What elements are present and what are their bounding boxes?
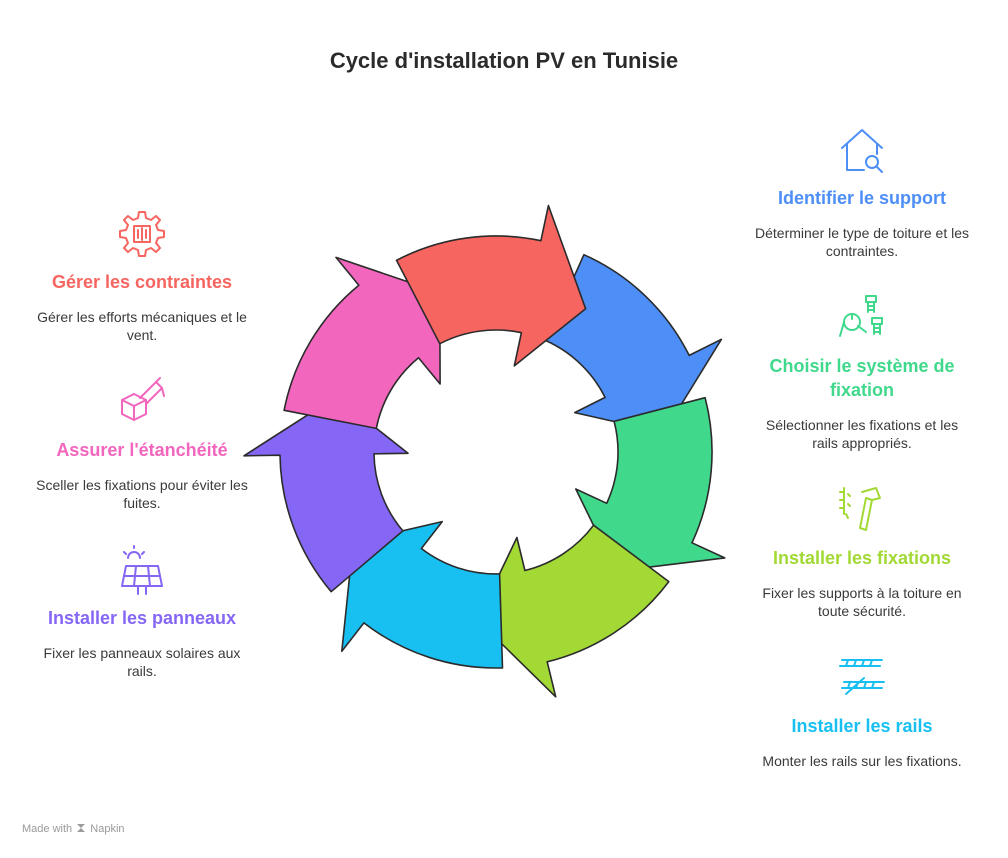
hammer-icon — [839, 487, 881, 531]
step-constraints-heading: Gérer les contraintes — [51, 272, 233, 292]
cycle-arrow-panels — [243, 395, 409, 593]
cycle-arrow-fixings — [476, 524, 670, 698]
cycle-arrow-constraints — [395, 204, 587, 367]
step-panels: Installer les panneaux Fixer les panneau… — [32, 544, 252, 680]
footer-prefix: Made with — [22, 823, 73, 835]
step-fixings: Installer les fixations Fixer les suppor… — [752, 484, 972, 620]
step-seal: Assurer l'étanchéité Sceller les fixatio… — [32, 376, 252, 512]
rails-icon — [839, 659, 885, 695]
cycle-arrow-seal — [283, 256, 441, 430]
step-rails-heading: Installer les rails — [791, 716, 933, 736]
step-fixings-heading: Installer les fixations — [772, 548, 952, 568]
step-identify-description: Déterminer le type de toiture et les con… — [755, 225, 969, 259]
cycle-arrow-choose — [575, 396, 726, 572]
step-identify: Identifier le support Déterminer le type… — [752, 124, 972, 260]
step-rails-description: Monter les rails sur les fixations. — [762, 753, 962, 769]
step-rails: Installer les rails Monter les rails sur… — [752, 652, 972, 770]
wrench-bolts-icon — [839, 295, 883, 337]
solar-panel-icon — [121, 545, 163, 595]
napkin-footer[interactable]: Made with Napkin — [22, 822, 125, 835]
step-seal-heading: Assurer l'étanchéité — [56, 440, 228, 460]
napkin-logo-icon — [77, 824, 86, 832]
step-fixings-description: Fixer les supports à la toiture en toute… — [762, 585, 962, 619]
diagram-title: Cycle d'installation PV en Tunisie — [329, 48, 679, 73]
step-constraints-description: Gérer les efforts mécaniques et le vent. — [37, 309, 247, 343]
cycle-arrow-identify — [544, 253, 723, 434]
house-search-icon — [841, 129, 883, 173]
step-panels-heading: Installer les panneaux — [47, 608, 237, 628]
step-choose-heading: Choisir le système de fixation — [769, 356, 955, 400]
cycle-arrow-rails — [341, 520, 504, 669]
sealant-box-icon — [121, 377, 165, 421]
step-panels-description: Fixer les panneaux solaires aux rails. — [43, 645, 241, 679]
step-constraints: Gérer les contraintes Gérer les efforts … — [32, 208, 252, 344]
footer-brand: Napkin — [90, 823, 125, 835]
gear-icon — [119, 211, 165, 257]
step-choose: Choisir le système de fixation Sélection… — [752, 292, 972, 452]
step-seal-description: Sceller les fixations pour éviter les fu… — [36, 477, 248, 511]
step-choose-description: Sélectionner les fixations et les rails … — [765, 417, 959, 451]
step-identify-heading: Identifier le support — [777, 188, 946, 208]
